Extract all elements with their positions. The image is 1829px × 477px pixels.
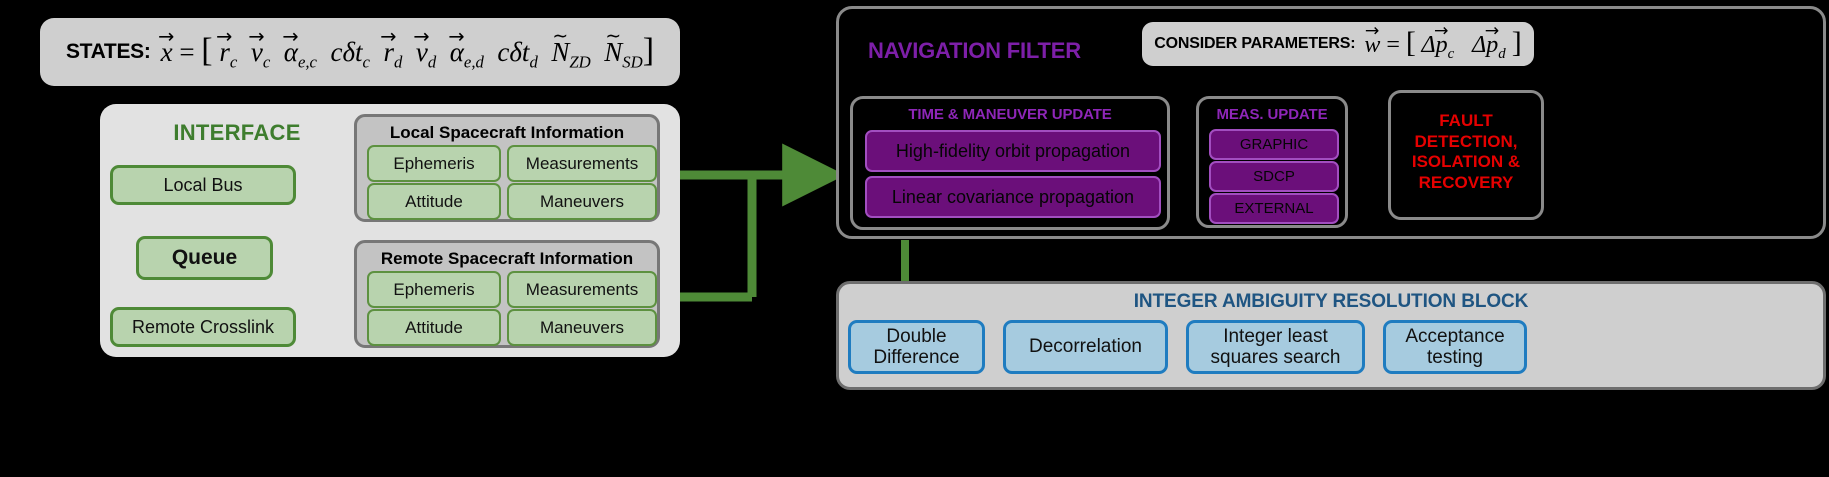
local-sc-cell-maneuvers[interactable]: Maneuvers bbox=[507, 183, 657, 220]
iar-step-integer-least-squares-search[interactable]: Integer least squares search bbox=[1186, 320, 1365, 374]
fault-detection-isolation-recovery-group: FAULT DETECTION, ISOLATION & RECOVERY bbox=[1388, 90, 1544, 220]
local-spacecraft-information-group: Local Spacecraft Information Ephemeris M… bbox=[354, 114, 660, 222]
iar-step-acceptance-testing-line-1: Acceptance bbox=[1405, 325, 1505, 347]
remote-sc-cell-ephemeris-label: Ephemeris bbox=[393, 279, 475, 299]
remote-spacecraft-information-title: Remote Spacecraft Information bbox=[380, 249, 634, 268]
time-and-maneuver-update-title: TIME & MANEUVER UPDATE bbox=[908, 106, 1112, 123]
time-update-item-orbit-propagation-label: High-fidelity orbit propagation bbox=[895, 140, 1131, 161]
states-equation: x = [ rc vc αe,c cδtc rd vd αe,d cδtd NZ… bbox=[161, 32, 654, 72]
iar-step-double-difference-line-1: Double bbox=[886, 325, 947, 347]
meas-update-item-sdcp-label: SDCP bbox=[1253, 168, 1295, 185]
remote-sc-cell-maneuvers-label: Maneuvers bbox=[539, 317, 625, 337]
iar-step-double-difference-line-2: Difference bbox=[873, 347, 960, 368]
states-label: STATES: bbox=[65, 40, 151, 63]
meas-update-item-graphic-label: GRAPHIC bbox=[1239, 136, 1309, 153]
time-update-item-orbit-propagation[interactable]: High-fidelity orbit propagation bbox=[865, 130, 1161, 172]
local-sc-cell-ephemeris-label: Ephemeris bbox=[393, 153, 475, 173]
interface-to-filter-arrow bbox=[660, 143, 846, 302]
meas-update-item-external[interactable]: EXTERNAL bbox=[1209, 193, 1339, 224]
remote-spacecraft-information-group: Remote Spacecraft Information Ephemeris … bbox=[354, 240, 660, 348]
time-update-item-covariance-propagation[interactable]: Linear covariance propagation bbox=[865, 176, 1161, 218]
node-local-bus-label: Local Bus bbox=[163, 174, 243, 195]
remote-sc-cell-attitude-label: Attitude bbox=[405, 317, 463, 337]
iar-step-decorrelation[interactable]: Decorrelation bbox=[1003, 320, 1168, 374]
fdir-line-1: FAULT bbox=[1439, 111, 1493, 130]
remote-sc-cell-ephemeris[interactable]: Ephemeris bbox=[367, 271, 501, 308]
time-and-maneuver-update-group: TIME & MANEUVER UPDATE High-fidelity orb… bbox=[850, 96, 1170, 230]
fdir-line-3: ISOLATION & bbox=[1411, 152, 1521, 172]
consider-parameters-equation: w = [ Δpc Δpd ] bbox=[1364, 26, 1521, 63]
meas-update-item-external-label: EXTERNAL bbox=[1234, 200, 1314, 217]
meas-update-item-graphic[interactable]: GRAPHIC bbox=[1209, 129, 1339, 160]
local-sc-cell-measurements[interactable]: Measurements bbox=[507, 145, 657, 182]
local-sc-cell-attitude-label: Attitude bbox=[405, 191, 463, 211]
local-sc-cell-maneuvers-label: Maneuvers bbox=[539, 191, 625, 211]
integer-ambiguity-resolution-title: INTEGER AMBIGUITY RESOLUTION BLOCK bbox=[1133, 291, 1529, 312]
consider-parameters-label: CONSIDER PARAMETERS: bbox=[1154, 35, 1356, 52]
remote-sc-cell-maneuvers[interactable]: Maneuvers bbox=[507, 309, 657, 346]
measurement-update-group: MEAS. UPDATE GRAPHIC SDCP EXTERNAL bbox=[1196, 96, 1348, 228]
iar-step-acceptance-testing[interactable]: Acceptance testing bbox=[1383, 320, 1527, 374]
fault-detection-isolation-recovery-text: FAULT DETECTION, ISOLATION & RECOVERY bbox=[1391, 111, 1541, 194]
iar-step-double-difference[interactable]: Double Difference bbox=[848, 320, 985, 374]
measurement-update-title: MEAS. UPDATE bbox=[1216, 106, 1328, 123]
remote-sc-cell-attitude[interactable]: Attitude bbox=[367, 309, 501, 346]
iar-step-integer-least-squares-search-line-2: squares search bbox=[1210, 347, 1341, 368]
node-remote-crosslink-label: Remote Crosslink bbox=[131, 316, 275, 337]
fdir-line-4: RECOVERY bbox=[1418, 173, 1514, 193]
consider-parameters-banner: CONSIDER PARAMETERS: w = [ Δpc Δpd ] bbox=[1142, 22, 1534, 66]
node-local-bus[interactable]: Local Bus bbox=[110, 165, 296, 205]
node-remote-crosslink[interactable]: Remote Crosslink bbox=[110, 307, 296, 347]
iar-step-acceptance-testing-line-2: testing bbox=[1427, 347, 1483, 368]
states-banner: STATES: x = [ rc vc αe,c cδtc rd vd αe,d… bbox=[40, 18, 680, 86]
node-queue-label: Queue bbox=[171, 246, 238, 269]
local-sc-cell-attitude[interactable]: Attitude bbox=[367, 183, 501, 220]
remote-sc-cell-measurements-label: Measurements bbox=[525, 279, 639, 299]
meas-update-item-sdcp[interactable]: SDCP bbox=[1209, 161, 1339, 192]
local-sc-cell-ephemeris[interactable]: Ephemeris bbox=[367, 145, 501, 182]
remote-sc-cell-measurements[interactable]: Measurements bbox=[507, 271, 657, 308]
local-sc-cell-measurements-label: Measurements bbox=[525, 153, 639, 173]
local-spacecraft-information-title: Local Spacecraft Information bbox=[389, 123, 625, 142]
navigation-filter-title: NAVIGATION FILTER bbox=[868, 38, 1081, 63]
node-queue[interactable]: Queue bbox=[136, 236, 273, 280]
iar-step-integer-least-squares-search-line-1: Integer least bbox=[1223, 325, 1328, 347]
iar-step-decorrelation-label: Decorrelation bbox=[1029, 336, 1142, 358]
interface-title: INTERFACE bbox=[173, 120, 301, 145]
time-update-item-covariance-propagation-label: Linear covariance propagation bbox=[891, 186, 1135, 207]
fdir-line-2: DETECTION, bbox=[1414, 131, 1518, 151]
